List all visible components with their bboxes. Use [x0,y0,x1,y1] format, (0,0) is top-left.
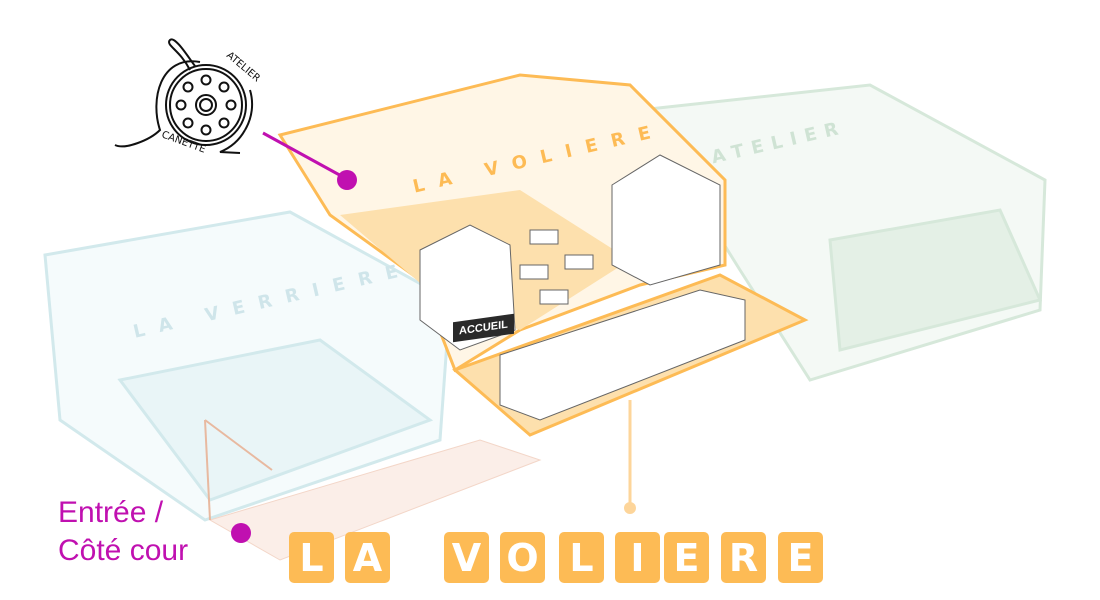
entrance-line-1: Entrée / [58,496,164,529]
title-tile: I [615,532,660,583]
title-tile: R [721,532,766,583]
atelier-building [637,83,1047,382]
entrance-dot [231,523,251,543]
voliere-pointer-dot [624,502,636,514]
title-tile: V [444,532,489,583]
entrance-line-2: Côté cour [58,534,189,567]
logo-pointer-line [262,131,346,180]
title-tile: E [778,532,823,583]
courtyard [208,439,542,561]
verriere-building [43,210,452,522]
title-tile: O [500,532,545,583]
title-tile: A [345,532,390,583]
title-tile: E [664,532,709,583]
logo-pointer-dot [337,170,357,190]
entrance-label: Entrée / Côté cour [58,494,188,570]
title-tile: L [289,532,334,583]
title-tile: L [559,532,604,583]
atelier-canette-logo [114,38,254,154]
voliere-building [277,73,809,437]
